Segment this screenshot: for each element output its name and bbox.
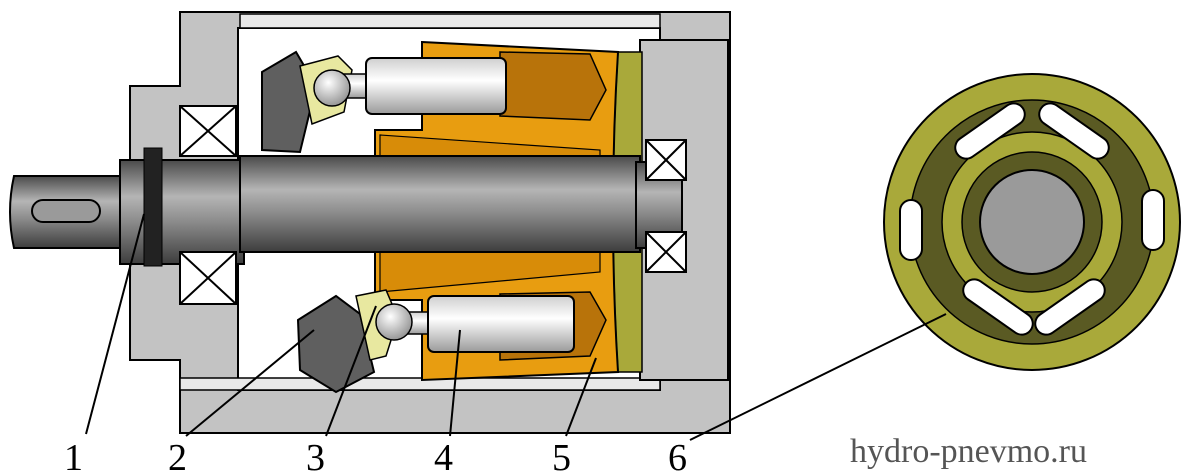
front-bearing [179,105,237,305]
piston-bottom [375,295,575,353]
callout-labels: 1 2 3 4 5 6 [64,437,687,474]
rear-bearing [645,139,687,273]
callout-label-2: 2 [168,437,187,474]
drive-shaft [9,147,683,267]
callout-label-5: 5 [552,437,571,474]
watermark: hydro-pnevmo.ru [850,433,1087,470]
callout-label-1: 1 [64,437,83,474]
callout-label-6: 6 [668,437,687,474]
valve-plate-front-view [883,73,1181,371]
piston-top [313,57,507,115]
callout-label-3: 3 [306,437,325,474]
callout-leaders [85,213,947,441]
callout-label-4: 4 [434,437,453,474]
